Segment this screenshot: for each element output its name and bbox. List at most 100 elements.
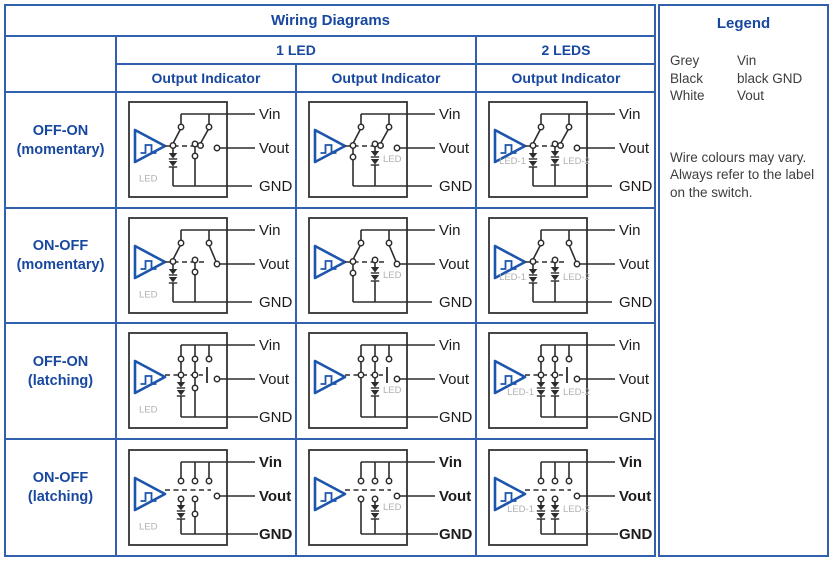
led-label-2: LED-2 [563,272,590,283]
terminal-label-vout: Vout [619,488,651,505]
terminal-label-vout: Vout [619,140,650,157]
terminal-label-gnd: GND [619,409,653,426]
led-label-1: LED-1 [499,272,526,283]
legend-wire-meaning: black GND [737,70,803,86]
row-label-on-off-latching: ON-OFF (latching) [6,439,117,555]
legend-entry-white: White Vout [670,87,817,105]
legend-wire-colour: White [670,88,705,103]
terminal-label-vin: Vin [619,106,640,123]
legend-note: Wire colours may vary. Always refer to t… [670,149,815,201]
row-label-line2: (momentary) [16,257,105,274]
terminal-label-vin: Vin [619,222,640,239]
column-group-1-led: 1 LED [117,37,477,65]
subheader-output-indicator-1: Output Indicator [117,65,297,93]
terminal-label-vout: Vout [259,256,290,273]
led-label-2: LED-2 [563,156,590,167]
legend-wire-meaning: Vout [737,88,765,103]
terminal-label-gnd: GND [259,178,293,195]
legend-entry-grey: Grey Vin [670,52,817,70]
row-label-line2: (momentary) [16,141,105,158]
terminal-label-vin: Vin [259,106,280,123]
terminal-label-vin: Vin [259,222,280,239]
terminal-label-vin: Vin [439,222,460,239]
legend-entries: Grey Vin Black black GND White Vout [670,52,817,105]
terminal-label-vin: Vin [619,337,640,354]
terminal-label-vout: Vout [439,488,471,505]
terminal-label-vout: Vout [259,140,290,157]
terminal-label-vin: Vin [439,337,460,354]
row-label-line1: ON-OFF [32,238,89,255]
terminal-label-gnd: GND [259,409,293,426]
legend-entry-black: Black black GND [670,70,817,88]
legend-wire-colour: Black [670,70,704,86]
terminal-label-vout: Vout [619,371,650,388]
row-label-on-off-momentary: ON-OFF (momentary) [6,208,117,324]
legend-wire-colour: Grey [670,53,700,68]
row-label-header-cell [6,37,117,93]
wiring-table: Wiring Diagrams 1 LED 2 LEDS Output Indi… [4,4,656,557]
led-label: LED [383,502,402,513]
terminal-label-vout: Vout [439,140,470,157]
terminal-label-vout: Vout [439,256,470,273]
row-label-line1: OFF-ON [32,122,89,139]
terminal-label-gnd: GND [619,294,653,311]
led-label-1: LED-1 [499,156,526,167]
terminal-label-vout: Vout [259,488,291,505]
led-label: LED [139,521,158,532]
terminal-label-vin: Vin [259,454,282,471]
terminal-label-vin: Vin [259,337,280,354]
row-label-line2: (latching) [27,489,94,506]
row-label-off-on-momentary: OFF-ON (momentary) [6,93,117,209]
led-label: LED [383,270,402,281]
row-label-line1: OFF-ON [32,353,89,370]
led-label-1: LED-1 [507,387,534,398]
terminal-label-vin: Vin [439,454,462,471]
column-group-2-leds: 2 LEDS [477,37,655,65]
row-label-off-on-latching: OFF-ON (latching) [6,324,117,440]
terminal-label-vout: Vout [619,256,650,273]
terminal-label-gnd: GND [619,178,653,195]
terminal-label-gnd: GND [439,178,473,195]
terminal-label-gnd: GND [259,294,293,311]
terminal-label-gnd: GND [439,294,473,311]
led-label-1: LED-1 [507,504,534,515]
subheader-output-indicator-2: Output Indicator [297,65,477,93]
led-label: LED [383,385,402,396]
subheader-output-indicator-3: Output Indicator [477,65,655,93]
led-label-2: LED-2 [563,387,590,398]
terminal-label-gnd: GND [439,526,473,543]
table-title: Wiring Diagrams [6,6,655,37]
terminal-label-vout: Vout [439,371,470,388]
led-label-2: LED-2 [563,504,590,515]
terminal-label-vout: Vout [259,371,290,388]
legend-wire-meaning: Vin [737,53,757,68]
terminal-label-gnd: GND [439,409,473,426]
legend-title: Legend [716,15,771,32]
led-label: LED [139,289,158,300]
led-label: LED [139,174,158,185]
row-label-line2: (latching) [27,372,94,389]
legend-panel: Legend Grey Vin Black black GND White Vo… [658,4,829,557]
